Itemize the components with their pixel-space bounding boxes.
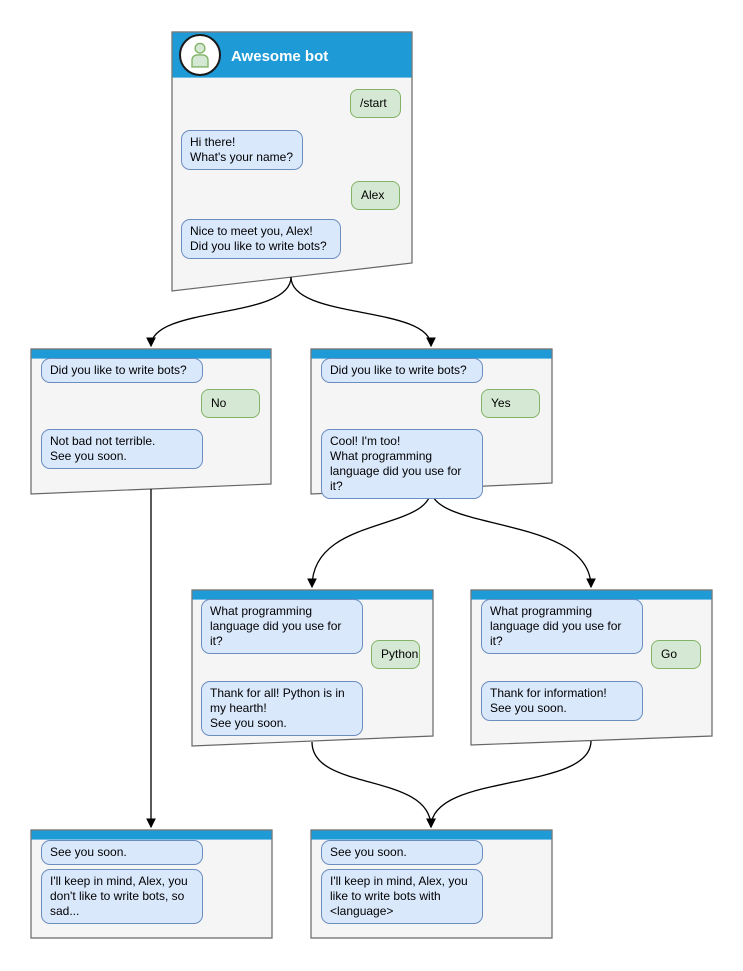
connector-start-to-branch-no (146, 276, 292, 348)
person-icon (191, 42, 209, 68)
message-bubble-bot: I'll keep in mind, Alex, you don't like … (41, 869, 203, 924)
connector-start-to-branch-yes (290, 276, 436, 348)
message-bubble-bot: Thank for information! See you soon. (481, 681, 643, 721)
message-bubble-bot: See you soon. (41, 840, 203, 865)
message-bubble-user: Go (651, 640, 701, 669)
connector-lang-python-to-end-positive (311, 741, 436, 829)
message-bubble-user: No (201, 389, 260, 418)
connector-branch-yes-to-lang-python (307, 488, 432, 589)
message-bubble-bot: I'll keep in mind, Alex, you like to wri… (321, 869, 483, 924)
message-bubble-user: Yes (481, 389, 540, 418)
connector-branch-yes-to-lang-go (430, 488, 596, 589)
message-bubble-bot: Thank for all! Python is in my hearth! S… (201, 681, 363, 736)
message-bubble-bot: Cool! I'm too! What programming language… (321, 429, 483, 499)
message-bubble-bot: Not bad not terrible. See you soon. (41, 429, 203, 469)
message-bubble-user: Alex (351, 181, 400, 210)
message-bubble-bot: See you soon. (321, 840, 483, 865)
message-bubble-bot: What programming language did you use fo… (481, 599, 643, 654)
connector-lang-go-to-end-positive (426, 740, 592, 829)
message-bubble-bot: What programming language did you use fo… (201, 599, 363, 654)
message-bubble-user: /start (350, 89, 401, 118)
message-bubble-bot: Did you like to write bots? (321, 358, 483, 383)
bot-avatar (179, 34, 221, 76)
message-bubble-bot: Nice to meet you, Alex! Did you like to … (181, 219, 341, 259)
window-title: Awesome bot (231, 48, 329, 65)
message-bubble-bot: Did you like to write bots? (41, 358, 203, 383)
message-bubble-user: Python (371, 640, 420, 669)
message-bubble-bot: Hi there! What's your name? (181, 130, 303, 170)
